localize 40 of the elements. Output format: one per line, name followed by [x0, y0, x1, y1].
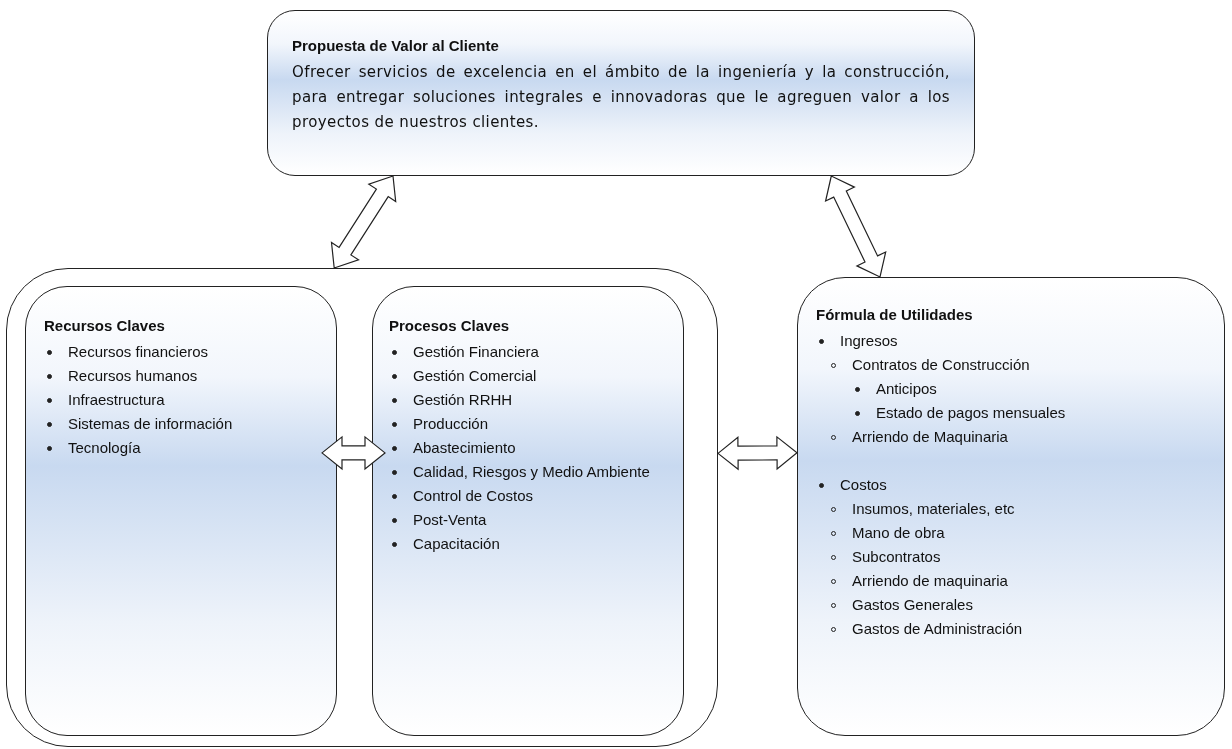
- list-item: Costos: [840, 476, 887, 493]
- list-item: Recursos humanos: [68, 367, 198, 384]
- rounded-box: [25, 286, 337, 736]
- list-item: Gastos Generales: [852, 596, 973, 613]
- list-item: Gastos de Administración: [852, 620, 1023, 637]
- list-item: Control de Costos: [413, 487, 534, 504]
- double-arrow: [330, 175, 397, 269]
- double-arrow: [824, 175, 887, 278]
- list-item: Gestión Financiera: [413, 343, 539, 360]
- list-item: Abastecimiento: [413, 439, 516, 456]
- rounded-box: [797, 277, 1225, 736]
- description-text: Ofrecer servicios de excelencia en el ámbito de la ingeniería y la construcción, para entregar soluciones integrales e innovadoras que le agreguen valor a los proyectos de nuestros clientes.: [292, 62, 950, 133]
- list-item: Insumos, materiales, etc: [852, 500, 1015, 517]
- rounded-box: [372, 286, 684, 736]
- box-heading: Fórmula de Utilidades: [816, 306, 974, 323]
- list-item: Estado de pagos mensuales: [876, 404, 1066, 421]
- list-item: Arriendo de Maquinaria: [852, 428, 1008, 445]
- list-item: Contratos de Construcción: [852, 356, 1030, 373]
- list-item: Subcontratos: [852, 548, 941, 565]
- box-heading: Propuesta de Valor al Cliente: [292, 37, 500, 54]
- container-box: [6, 268, 718, 747]
- double-arrow: [717, 435, 798, 471]
- list-item: Sistemas de información: [68, 415, 233, 432]
- double-arrow: [321, 435, 386, 471]
- list-item: Infraestructura: [68, 391, 165, 408]
- box-heading: Procesos Claves: [389, 317, 511, 334]
- list-item: Arriendo de maquinaria: [852, 572, 1008, 589]
- box-heading: Recursos Claves: [44, 317, 166, 334]
- list-item: Post-Venta: [413, 511, 487, 528]
- rounded-box: [267, 10, 975, 176]
- list-item: Capacitación: [413, 535, 500, 552]
- list-item: Anticipos: [876, 380, 937, 397]
- list-item: Producción: [413, 415, 489, 432]
- list-item: Recursos financieros: [68, 343, 209, 360]
- list-item: Tecnología: [68, 439, 141, 456]
- list-item: Gestión RRHH: [413, 391, 513, 408]
- list-item: Mano de obra: [852, 524, 945, 541]
- list-item: Gestión Comercial: [413, 367, 537, 384]
- list-item: Ingresos: [840, 332, 898, 349]
- list-item: Calidad, Riesgos y Medio Ambiente: [413, 463, 650, 480]
